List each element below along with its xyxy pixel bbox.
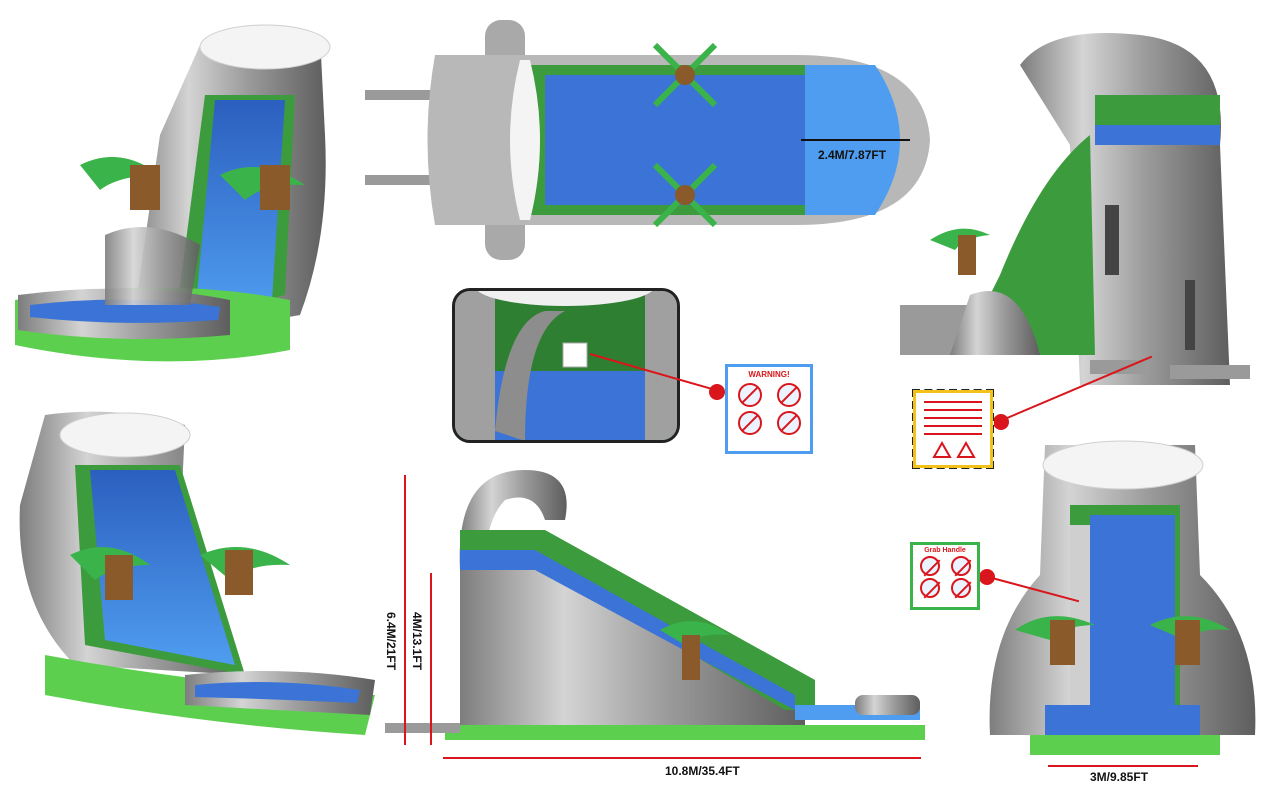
dimension-height-total: 6.4M/21FT [384, 612, 398, 671]
dimension-line-height-platform [430, 573, 432, 745]
safety-info-sign [912, 389, 994, 469]
slide-view-front [989, 440, 1256, 755]
grab-icon-4 [946, 578, 975, 598]
dimension-length: 10.8M/35.4FT [665, 764, 740, 778]
dimension-line-length [443, 757, 921, 759]
warning-icon-1 [732, 383, 767, 407]
dimension-width-front: 3M/9.85FT [1090, 770, 1149, 784]
grab-icon-3 [915, 578, 944, 598]
warning-icon-2 [771, 383, 806, 407]
warning-icon-4 [771, 411, 806, 435]
warning-sign: WARNING! [725, 364, 813, 454]
dimension-height-platform: 4M/13.1FT [410, 612, 424, 671]
slide-view-top [365, 20, 930, 260]
warning-icon-3 [732, 411, 767, 435]
slide-view-front-left [15, 24, 331, 362]
connector-dot-info [993, 414, 1009, 430]
connector-dot-grab [979, 569, 995, 585]
grab-icon-1 [915, 556, 944, 576]
grab-handle-title: Grab Handle [924, 547, 966, 554]
slide-view-side-elevation [385, 470, 925, 740]
dimension-line-width-front [1048, 765, 1198, 767]
slide-view-side-left [19, 411, 375, 735]
slide-view-rear [900, 33, 1250, 385]
warning-sign-title: WARNING! [748, 370, 790, 379]
connector-dot-warning [709, 384, 725, 400]
dimension-width-top: 2.4M/7.87FT [818, 148, 887, 162]
warning-sign-icons [728, 379, 810, 439]
detail-inset-graphic [455, 291, 677, 440]
grab-handle-icons [913, 554, 977, 600]
detail-inset [452, 288, 680, 443]
dimension-line-height-total [404, 475, 406, 745]
safety-info-graphic [924, 401, 982, 458]
grab-icon-2 [946, 556, 975, 576]
grab-handle-sign: Grab Handle [910, 542, 980, 610]
